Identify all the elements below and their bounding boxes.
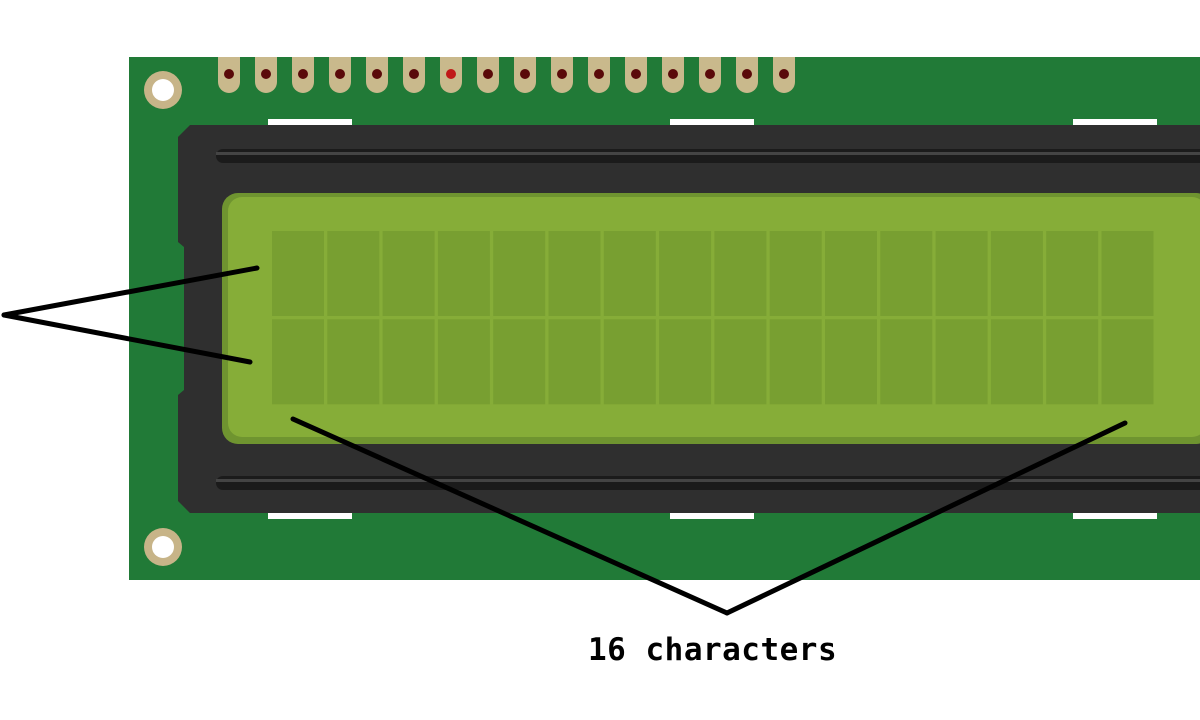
character-cell (603, 319, 656, 405)
header-pin (440, 57, 462, 93)
character-cell (382, 231, 435, 316)
header-pin (477, 57, 499, 93)
characters-label: 16 characters (588, 632, 838, 668)
character-cell (272, 231, 324, 316)
character-cell (272, 319, 324, 405)
character-cell (327, 231, 380, 316)
header-pin (366, 57, 388, 93)
character-grid (272, 231, 1154, 405)
character-cell (493, 231, 546, 316)
character-cell (493, 319, 546, 405)
character-cell (714, 231, 767, 316)
header-pin (403, 57, 425, 93)
character-cell (437, 319, 490, 405)
character-cell (714, 319, 767, 405)
character-cell (1101, 319, 1154, 405)
header-pin (292, 57, 314, 93)
character-cell (437, 231, 490, 316)
character-cell (659, 319, 712, 405)
header-pin (514, 57, 536, 93)
character-cell (990, 231, 1043, 316)
character-cell (548, 319, 601, 405)
character-cell (880, 231, 933, 316)
header-pin (736, 57, 758, 93)
character-cell (990, 319, 1043, 405)
header-pin (773, 57, 795, 93)
mount-hole-bottom (144, 528, 182, 566)
row-pointer (1, 265, 260, 365)
character-cell (935, 319, 988, 405)
character-cell (769, 231, 822, 316)
character-cell (548, 231, 601, 316)
character-cell (769, 319, 822, 405)
silkscreen-marks (268, 119, 1157, 519)
header-pin (662, 57, 684, 93)
header-pin (588, 57, 610, 93)
header-pins (218, 57, 795, 93)
character-cell (1046, 231, 1099, 316)
header-pin (218, 57, 240, 93)
character-cell (327, 319, 380, 405)
header-pin (625, 57, 647, 93)
mount-hole-top (144, 71, 182, 109)
character-cell (1046, 319, 1099, 405)
character-cell (880, 319, 933, 405)
header-pin (329, 57, 351, 93)
header-pin (255, 57, 277, 93)
character-cell (935, 231, 988, 316)
character-cell (825, 231, 877, 316)
character-cell (825, 319, 877, 405)
character-cell (659, 231, 712, 316)
character-cell (382, 319, 435, 405)
header-pin (699, 57, 721, 93)
character-cell (1101, 231, 1154, 316)
column-pointer (290, 416, 1128, 616)
header-pin (551, 57, 573, 93)
character-cell (603, 231, 656, 316)
